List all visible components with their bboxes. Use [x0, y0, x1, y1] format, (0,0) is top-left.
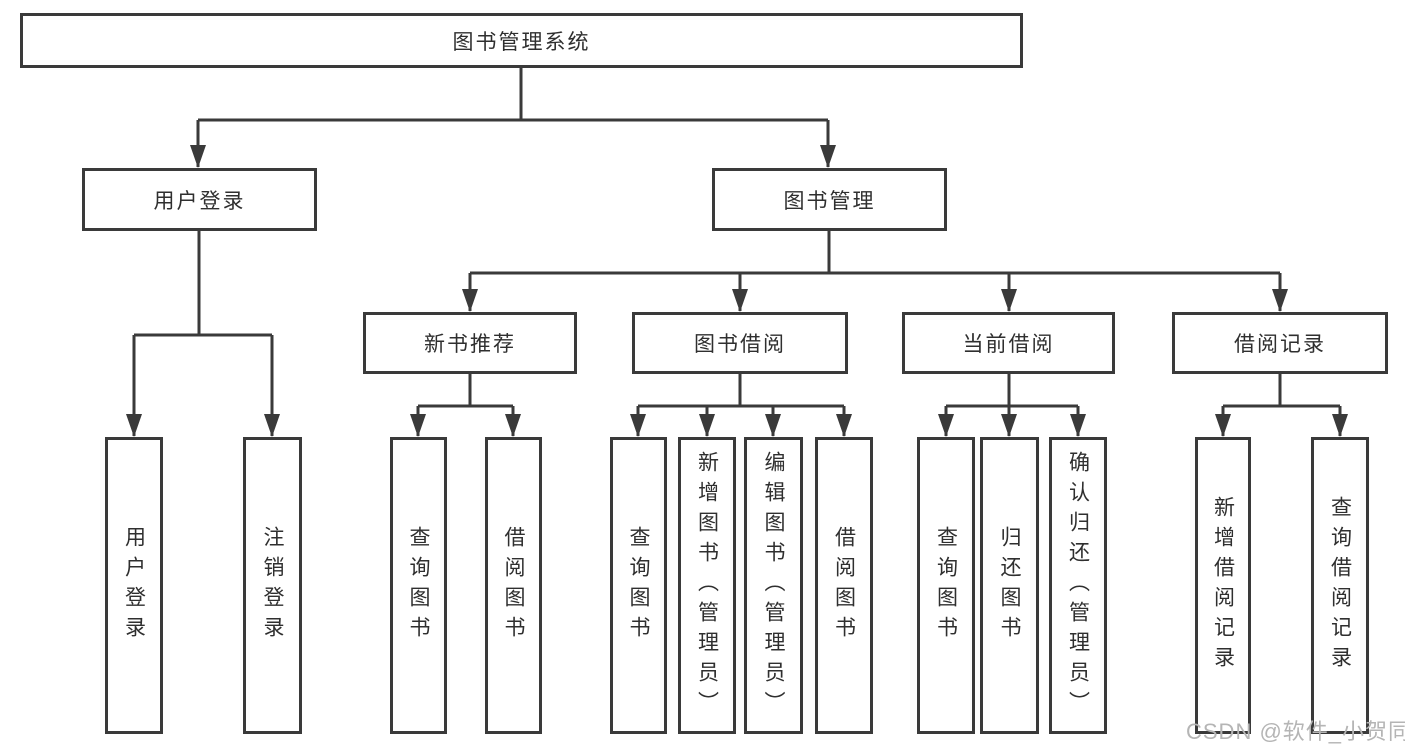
leaf-add-book-admin: 新增图书（管理员）: [678, 437, 736, 734]
node-user-login: 用户登录: [82, 168, 317, 231]
node-label: 用户登录: [153, 189, 246, 213]
node-label: 注销登录: [261, 525, 284, 646]
leaf-add-borrow-record: 新增借阅记录: [1195, 437, 1251, 734]
node-new-book-recommendation: 新书推荐: [363, 312, 577, 374]
leaf-logout: 注销登录: [243, 437, 302, 734]
node-label: 查询图书: [407, 525, 430, 646]
node-label: 借阅图书: [832, 525, 856, 646]
leaf-query-books-recommend: 查询图书: [390, 437, 447, 734]
leaf-borrow-books-recommend: 借阅图书: [485, 437, 542, 734]
node-current-borrowing: 当前借阅: [902, 312, 1115, 374]
leaf-confirm-return-admin: 确认归还（管理员）: [1049, 437, 1107, 734]
leaf-user-login: 用户登录: [105, 437, 163, 734]
node-label: 确认归还（管理员）: [1066, 450, 1090, 721]
node-label: 用户登录: [122, 525, 146, 646]
watermark-csdn: CSDN @软件_小贺同学: [1186, 719, 1405, 744]
node-label: 当前借阅: [962, 333, 1055, 356]
node-label: 查询图书: [934, 525, 958, 646]
node-label: 查询图书: [627, 525, 650, 646]
leaf-query-books-current: 查询图书: [917, 437, 975, 734]
node-label: 图书管理系统: [452, 30, 591, 54]
node-label: 新增图书（管理员）: [695, 450, 719, 721]
node-label: 新书推荐: [424, 333, 516, 356]
node-book-borrowing: 图书借阅: [632, 312, 848, 374]
connector-lines: [132, 68, 1342, 436]
node-borrowing-records: 借阅记录: [1172, 312, 1388, 374]
leaf-query-books-borrowing: 查询图书: [610, 437, 667, 734]
node-label: 编辑图书（管理员）: [762, 450, 785, 721]
node-label: 借阅图书: [502, 525, 525, 646]
node-label: 新增借阅记录: [1211, 495, 1235, 676]
leaf-edit-book-admin: 编辑图书（管理员）: [744, 437, 803, 734]
node-library-management-system: 图书管理系统: [20, 13, 1023, 68]
node-label: 归还图书: [998, 525, 1021, 646]
node-label: 借阅记录: [1234, 333, 1326, 356]
node-label: 图书管理: [783, 189, 876, 213]
node-book-management: 图书管理: [712, 168, 947, 231]
node-label: 图书借阅: [694, 333, 786, 356]
node-label: 查询借阅记录: [1328, 495, 1352, 676]
leaf-borrow-books-borrowing: 借阅图书: [815, 437, 873, 734]
leaf-return-books: 归还图书: [980, 437, 1039, 734]
leaf-query-borrow-record: 查询借阅记录: [1311, 437, 1369, 734]
